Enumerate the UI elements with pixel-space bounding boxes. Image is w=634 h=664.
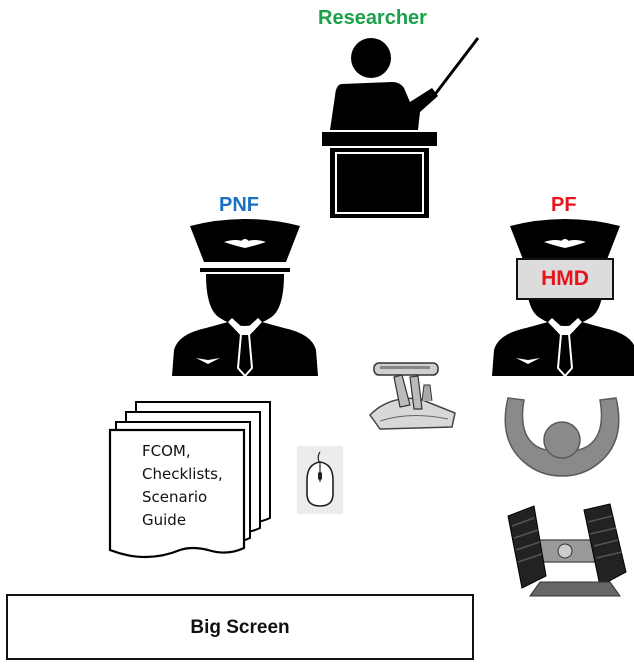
documents-line: Guide <box>142 509 252 532</box>
documents-text: FCOM, Checklists, Scenario Guide <box>142 440 252 532</box>
hmd-box: HMD <box>516 258 614 300</box>
big-screen-label: Big Screen <box>8 617 472 639</box>
big-screen-box: Big Screen <box>6 594 474 660</box>
computer-mouse-icon <box>297 446 343 514</box>
documents-line: Scenario <box>142 486 252 509</box>
control-yoke-icon <box>496 390 630 488</box>
throttle-quadrant-icon <box>360 355 465 435</box>
rudder-pedals-icon <box>500 496 634 606</box>
pnf-label: PNF <box>219 194 259 217</box>
pf-label: PF <box>551 194 577 217</box>
documents-line: Checklists, <box>142 463 252 486</box>
pilot-bust-icon <box>170 218 320 378</box>
documents-line: FCOM, <box>142 440 252 463</box>
hmd-label: HMD <box>541 267 589 290</box>
